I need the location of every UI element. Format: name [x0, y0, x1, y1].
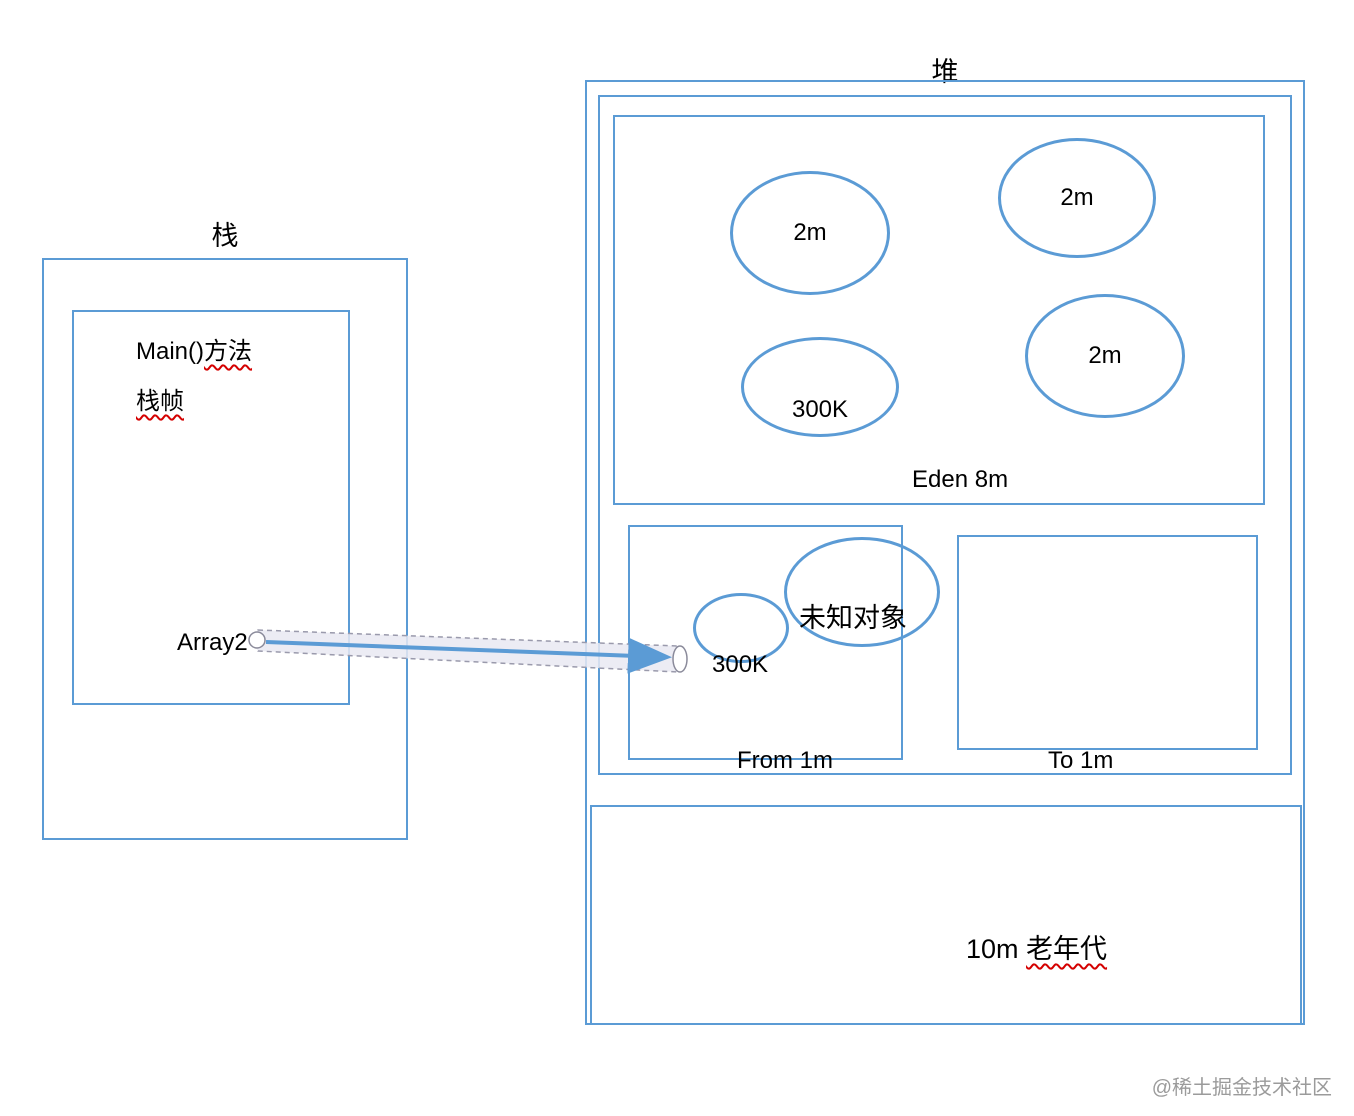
old-gen-label: 10m 老年代 [966, 933, 1107, 965]
eden-object-ellipse-2: 2m [998, 138, 1156, 258]
survivor-to-label: To 1m [1048, 747, 1114, 774]
old-gen-label-cjk: 老年代 [1026, 934, 1108, 964]
unknown-object-label: 未知对象 [799, 603, 907, 633]
from-object-label-300k: 300K [712, 651, 769, 678]
eden-box [613, 115, 1265, 505]
eden-object-ellipse-1: 2m [730, 171, 890, 295]
old-gen-box [590, 805, 1302, 1025]
stack-box [42, 258, 408, 840]
watermark: @稀土掘金技术社区 [1151, 1077, 1332, 1099]
survivor-from-label: From 1m [737, 747, 833, 774]
stack-frame-subtitle: 栈帧 [136, 388, 184, 415]
heap-title: 堆 [931, 57, 959, 87]
eden-object-ellipse-300k: 300K [741, 337, 899, 437]
young-gen-box [598, 95, 1292, 775]
unknown-object-ellipse [784, 537, 940, 647]
stack-variable-array2: Array2 [177, 629, 248, 656]
stack-frame-title-cjk: 方法 [204, 338, 253, 365]
stack-title: 栈 [211, 221, 239, 251]
from-object-ellipse-300k [693, 593, 789, 663]
eden-object-label-300k: 300K [791, 396, 849, 423]
eden-object-label-3: 2m [1088, 342, 1122, 369]
eden-object-ellipse-3: 2m [1025, 294, 1185, 418]
survivor-to-box [957, 535, 1258, 750]
stack-frame-title-prefix: Main() [136, 338, 205, 365]
old-gen-label-prefix: 10m [966, 934, 1027, 964]
eden-object-label-2: 2m [1060, 184, 1094, 211]
stack-frame-box [72, 310, 350, 705]
eden-object-label-1: 2m [793, 219, 827, 246]
stack-frame-title: Main()方法 [136, 338, 252, 367]
eden-label: Eden 8m [912, 466, 1009, 493]
